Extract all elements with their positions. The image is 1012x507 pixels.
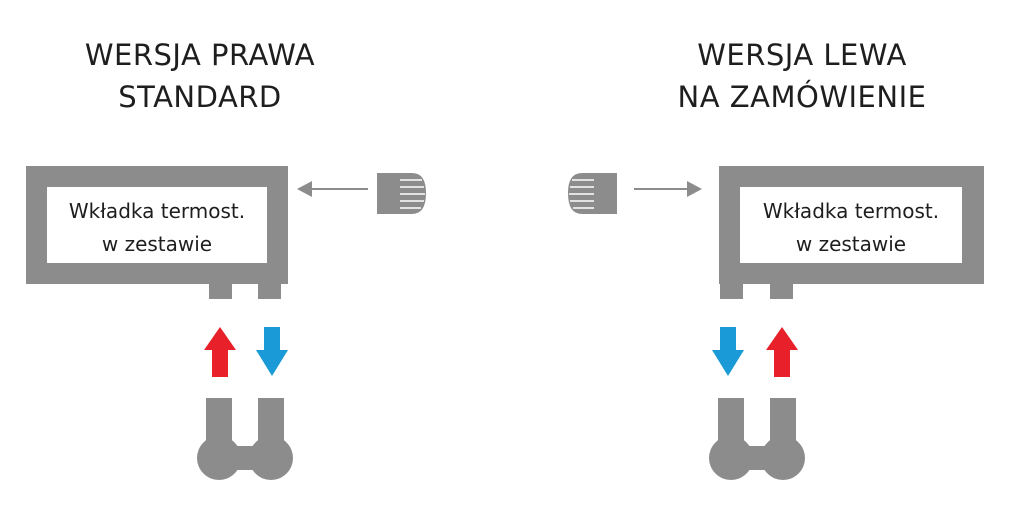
supply-flow-up-arrow-icon — [204, 327, 236, 377]
valve-connector-icon — [709, 398, 805, 480]
return-flow-down-arrow-icon — [712, 327, 744, 376]
title-line-2: STANDARD — [118, 80, 282, 114]
thermostatic-head-icon — [377, 173, 426, 214]
connection-stub — [770, 284, 793, 299]
return-flow-down-arrow-icon — [256, 327, 288, 376]
insert-label-line-2: w zestawie — [102, 232, 212, 256]
insert-label-line-1: Wkładka termost. — [763, 199, 939, 223]
insert-label-line-1: Wkładka termost. — [69, 199, 245, 223]
title-line-1: WERSJA PRAWA — [84, 38, 316, 72]
valve-connector-icon — [197, 398, 293, 480]
insertion-arrow — [634, 181, 702, 197]
right-version-diagram: Wkładka termost. w zestawie — [26, 166, 426, 480]
connection-stub — [258, 284, 281, 299]
left-version-title: WERSJA LEWA NA ZAMÓWIENIE — [602, 34, 1002, 118]
title-line-1: WERSJA LEWA — [697, 38, 907, 72]
right-version-panel: WERSJA PRAWA STANDARD Wkładka termost. w… — [0, 34, 426, 480]
insertion-arrow — [297, 181, 368, 197]
left-version-diagram: Wkładka termost. w zestawie — [568, 166, 984, 480]
radiator-inner-panel — [740, 187, 962, 263]
connection-stub — [209, 284, 232, 299]
connection-stub — [720, 284, 743, 299]
left-version-panel: WERSJA LEWA NA ZAMÓWIENIE Wkładka termos… — [506, 0, 1012, 507]
title-line-2: NA ZAMÓWIENIE — [677, 80, 927, 114]
radiator-inner-panel — [47, 187, 267, 263]
supply-flow-up-arrow-icon — [766, 327, 798, 377]
thermostatic-head-icon — [568, 173, 617, 214]
right-version-title: WERSJA PRAWA STANDARD — [0, 34, 400, 118]
insert-label-line-2: w zestawie — [796, 232, 906, 256]
